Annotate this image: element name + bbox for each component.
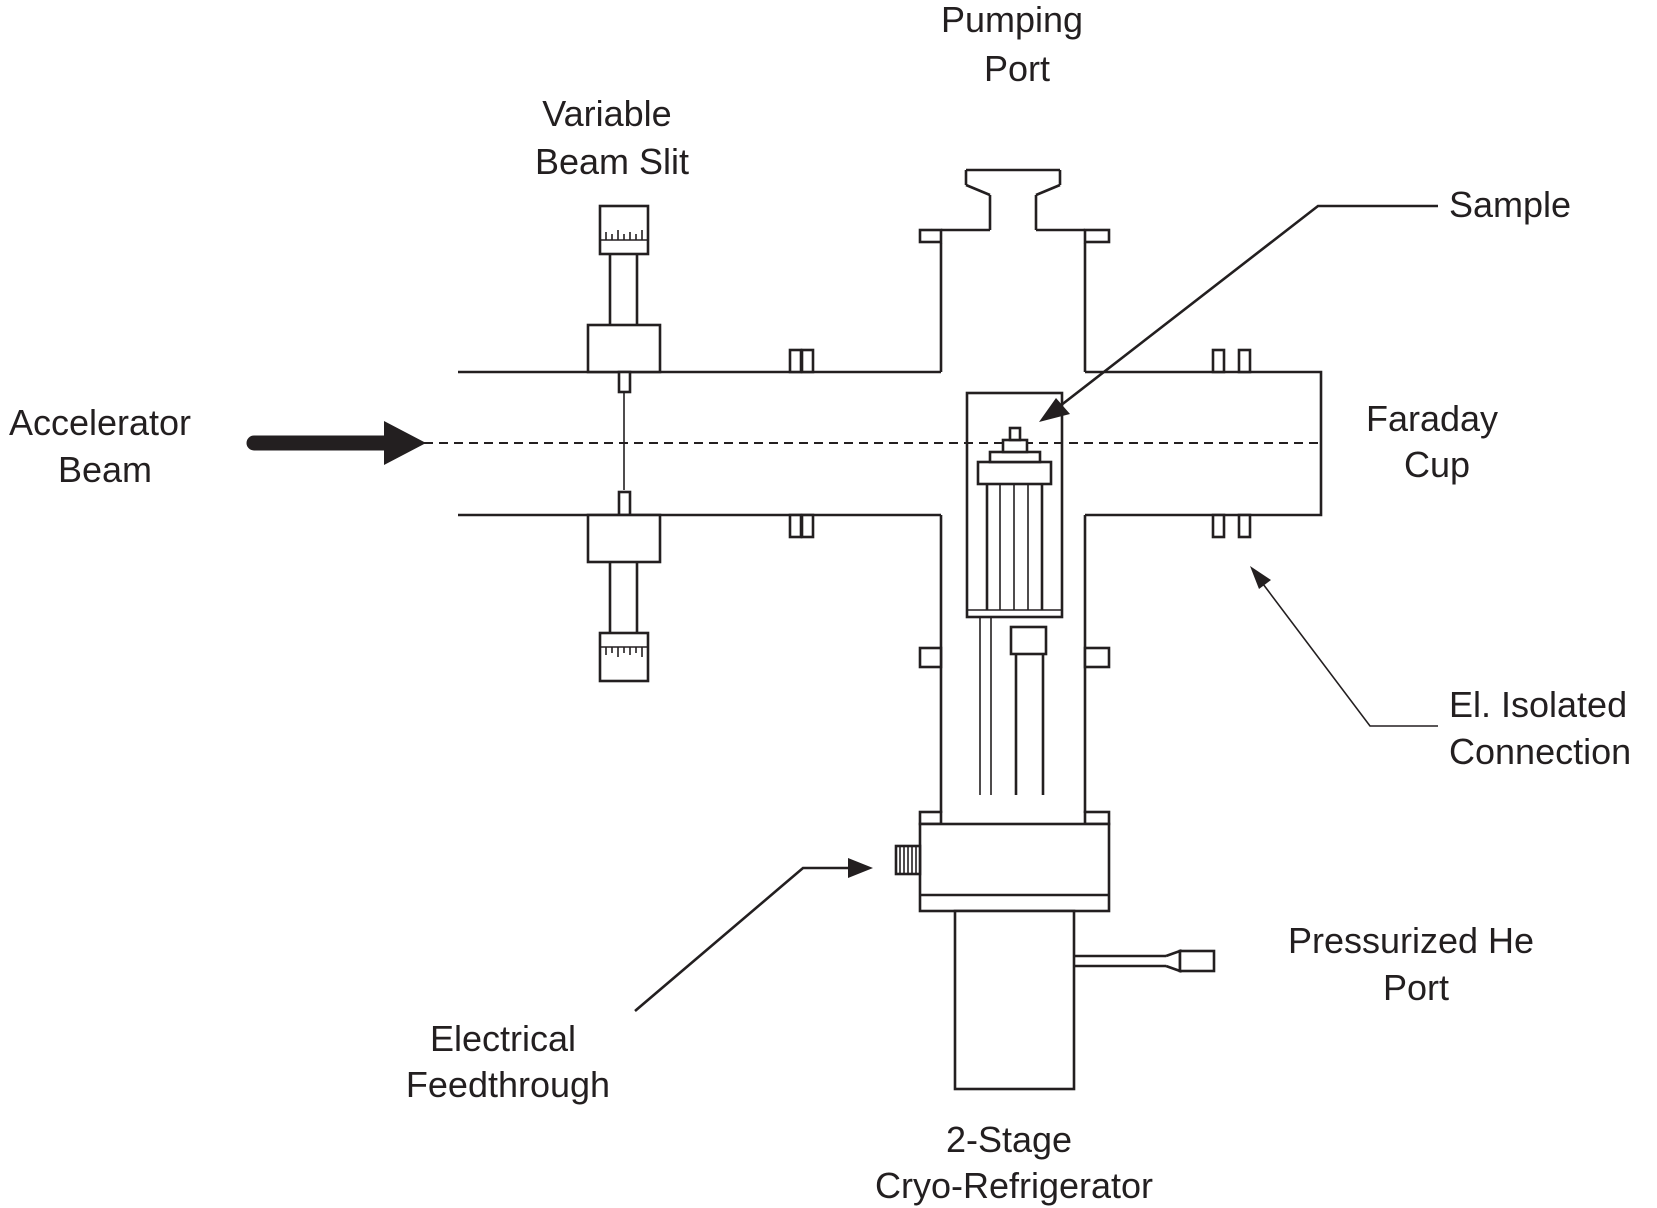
sample-holder bbox=[965, 391, 1064, 795]
cryo-refrigerator bbox=[894, 822, 1216, 1091]
pumping-port-line-1: Pumping bbox=[941, 0, 1083, 40]
sample-label: Sample bbox=[1449, 184, 1571, 225]
cryo-refrigerator-label: 2-Stage Cryo-Refrigerator bbox=[875, 1119, 1153, 1206]
electrical-feedthrough-line-1: Electrical bbox=[430, 1018, 576, 1059]
faraday-cup-line-1: Faraday bbox=[1366, 398, 1498, 439]
beam-tube bbox=[458, 370, 1323, 517]
cryo-refrigerator-line-1: 2-Stage bbox=[946, 1119, 1072, 1160]
electrical-feedthrough-label: Electrical Feedthrough bbox=[406, 1018, 610, 1105]
faraday-cup-line-2: Cup bbox=[1404, 444, 1470, 485]
variable-beam-slit-line-1: Variable bbox=[542, 93, 671, 134]
el-isolated-connection-line-2: Connection bbox=[1449, 731, 1631, 772]
el-isolated-connection-line-1: El. Isolated bbox=[1449, 684, 1627, 725]
el-isolated-connection-label: El. Isolated Connection bbox=[1449, 684, 1637, 772]
variable-beam-slit-line-2: Beam Slit bbox=[535, 141, 689, 182]
cryo-refrigerator-line-2: Cryo-Refrigerator bbox=[875, 1165, 1153, 1206]
pumping-port-label: Pumping Port bbox=[941, 0, 1093, 89]
pressurized-he-port-line-2: Port bbox=[1383, 967, 1449, 1008]
pumping-port-line-2: Port bbox=[984, 48, 1050, 89]
accelerator-beam-line-2: Beam bbox=[58, 449, 152, 490]
accelerator-beam-label: Accelerator Beam bbox=[9, 402, 201, 490]
isolated-connection-leader bbox=[1250, 566, 1438, 727]
faraday-cup-label: Faraday Cup bbox=[1366, 398, 1508, 485]
pressurized-he-port-label: Pressurized He Port bbox=[1288, 920, 1544, 1008]
accelerator-beam-arrow bbox=[246, 421, 426, 465]
accelerator-beam-line-1: Accelerator bbox=[9, 402, 191, 443]
sample-leader bbox=[1039, 204, 1438, 422]
variable-beam-slit bbox=[586, 204, 662, 683]
feedthrough-leader bbox=[634, 858, 873, 1012]
pressurized-he-port-line-1: Pressurized He bbox=[1288, 920, 1534, 961]
variable-beam-slit-label: Variable Beam Slit bbox=[535, 93, 689, 182]
electrical-feedthrough-line-2: Feedthrough bbox=[406, 1064, 610, 1105]
pumping-port bbox=[918, 168, 1111, 372]
tube-flange-clamps bbox=[788, 348, 1252, 539]
